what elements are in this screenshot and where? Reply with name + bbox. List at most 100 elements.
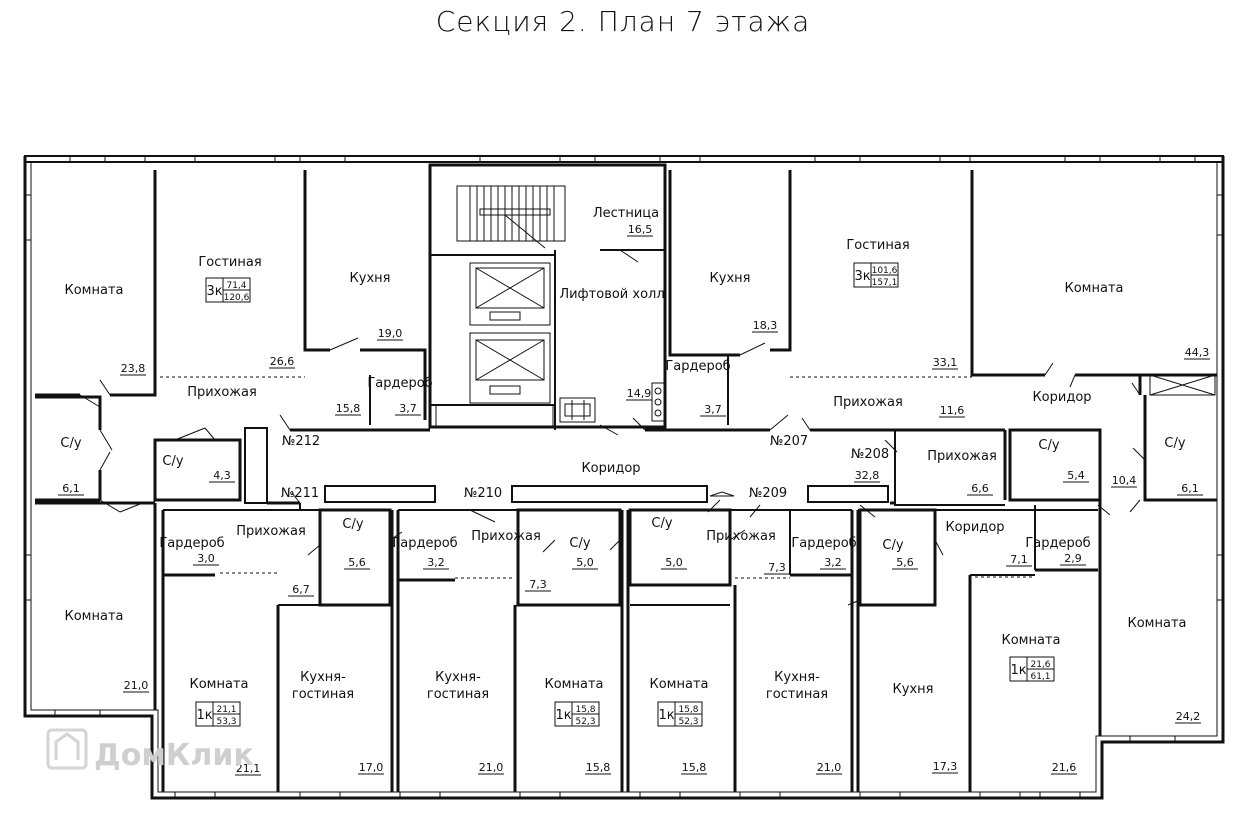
room-area: 15,8	[336, 402, 361, 415]
room-name: Коридор	[581, 461, 640, 476]
room-name: С/у	[162, 454, 183, 469]
badge-living-area: 21,6	[1030, 660, 1050, 670]
room-name: Прихожая	[833, 395, 903, 410]
room-name: Прихожая	[706, 529, 776, 544]
room-name: С/у	[60, 436, 81, 451]
room-name: Кухня-	[774, 670, 820, 685]
room-area: 18,3	[753, 319, 778, 332]
room-area: 7,1	[1010, 553, 1028, 566]
room-area: 3,7	[399, 402, 417, 415]
room-name: Комната	[1002, 633, 1061, 648]
room-area: 5,0	[665, 556, 683, 569]
plan-title: Секция 2. План 7 этажа	[436, 5, 811, 38]
interior-walls	[35, 163, 1217, 792]
room-area: 6,7	[292, 583, 310, 596]
equipment	[559, 382, 735, 497]
badge-divider	[1026, 657, 1054, 681]
apartment-number-208: №208	[851, 447, 889, 462]
room-name: Комната	[650, 677, 709, 692]
room-area: 3,7	[704, 403, 722, 416]
badge-type: 1к	[196, 708, 212, 723]
room-r27: Прихожая 7,3	[706, 529, 790, 575]
room-name: С/у	[882, 538, 903, 553]
badge-type: 1к	[658, 708, 674, 723]
room-name: Комната	[190, 677, 249, 692]
room-name: С/у	[1164, 436, 1185, 451]
room-area: 7,3	[529, 578, 547, 591]
apartment-number-207: №207	[770, 434, 808, 449]
room-area: 4,3	[213, 469, 231, 482]
room-name: Гардероб	[1025, 536, 1090, 551]
room-r26: С/у 5,0	[651, 516, 687, 570]
room-name: Гостиная	[198, 255, 261, 270]
room-area: 7,3	[768, 561, 786, 574]
room-area: 23,8	[121, 362, 146, 375]
watermark: ДомКлик	[46, 728, 254, 773]
watermark-text: ДомКлик	[94, 738, 254, 773]
room-name: Комната	[65, 609, 124, 624]
room-name: С/у	[651, 516, 672, 531]
room-name: Коридор	[1032, 390, 1091, 405]
room-name-line2: гостиная	[427, 687, 489, 702]
room-area: 3,2	[824, 556, 842, 569]
badge-type: 3к	[206, 284, 222, 299]
room-area: 19,0	[378, 327, 403, 340]
room-area: 5,4	[1067, 469, 1085, 482]
room-name-line2: гостиная	[292, 687, 354, 702]
room-name: Комната	[65, 283, 124, 298]
room-name: Прихожая	[927, 449, 997, 464]
badge-total-area: 52,3	[575, 717, 595, 727]
apartment-number-212: №212	[282, 434, 320, 449]
badge-total-area: 52,3	[678, 717, 698, 727]
room-area: 32,8	[855, 469, 880, 482]
badge-living-area: 101,6	[872, 266, 898, 276]
outer-walls	[23, 155, 1225, 800]
room-name: Гардероб	[392, 536, 457, 551]
badge-living-area: 71,4	[226, 281, 246, 291]
room-name: Кухня	[710, 271, 751, 286]
room-labels: Комната23,8Гостиная26,6Кухня19,0Лестница…	[58, 206, 1210, 776]
doors	[79, 249, 1146, 606]
room-area: 10,4	[1112, 474, 1137, 487]
room-r32: Комната 21,0	[65, 609, 149, 693]
room-area: 21,0	[124, 679, 149, 692]
badge-total-area: 61,1	[1030, 672, 1050, 682]
badge-divider	[571, 702, 599, 726]
badge-divider	[212, 702, 240, 726]
room-r6: Кухня 18,3	[710, 271, 778, 333]
room-r25: С/у5,0	[569, 536, 598, 570]
room-area: 21,6	[1052, 761, 1077, 774]
staircase	[456, 185, 566, 249]
room-area: 21,1	[236, 762, 261, 775]
apartment-numbers: №212 №207 №208 №211 №210 №209	[281, 434, 889, 501]
room-name: С/у	[342, 517, 363, 532]
room-area: 16,5	[628, 223, 653, 236]
room-name: Комната	[1128, 616, 1187, 631]
room-name: Комната	[545, 677, 604, 692]
room-r18: С/у5,4	[1038, 438, 1089, 483]
room-area: 21,0	[479, 761, 504, 774]
badge-type: 3к	[854, 269, 870, 284]
room-area: 5,6	[896, 556, 914, 569]
